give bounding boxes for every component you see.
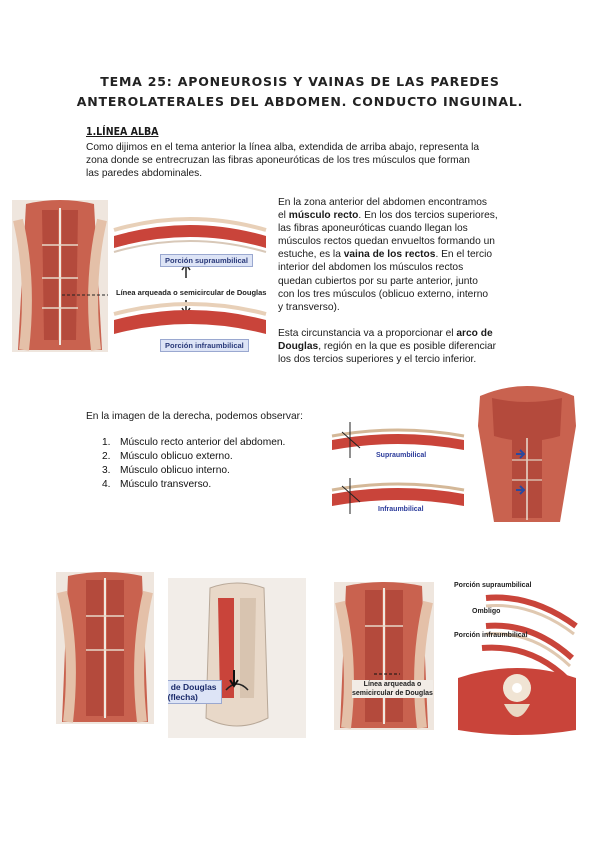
- section-heading: 1.LÍNEA ALBA: [86, 126, 159, 138]
- label-line: Línea arqueada o: [363, 681, 422, 688]
- label-line: semicircular de Douglas: [352, 690, 433, 697]
- abdomen-muscle-figure-3: Línea arqueada o semicircular de Douglas: [334, 582, 434, 730]
- list-text: Músculo oblicuo interno.: [120, 465, 230, 476]
- paragraph-line: Esta circunstancia va a proporcionar el …: [278, 327, 518, 340]
- label-arco-douglas: Arco de Douglas (flecha): [168, 680, 222, 704]
- cross-section-figure-1: Porción supraumbilical Línea arqueada o …: [110, 208, 270, 354]
- paragraph-line: En la zona anterior del abdomen encontra…: [278, 197, 487, 208]
- bold-term: vaina de los rectos: [343, 249, 436, 261]
- muscle-list: 1. Músculo recto anterior del abdomen. 2.…: [102, 436, 285, 492]
- label-infraumbilical: Porción infraumbilical: [160, 339, 249, 352]
- intro-line: las paredes abdominales.: [86, 168, 203, 180]
- list-number: 3.: [102, 465, 111, 476]
- intro-line: Como dijimos en el tema anterior la líne…: [86, 142, 480, 153]
- text-span: . En el tercio: [435, 249, 493, 261]
- text-span: , región en la que es posible diferencia…: [318, 340, 497, 352]
- paragraph-line: el músculo recto. En los dos tercios sup…: [278, 209, 518, 222]
- label-porcion-infra-3: Porción infraumbilical: [454, 632, 528, 639]
- list-item: 2. Músculo oblicuo externo.: [102, 450, 285, 464]
- label-ombligo: Ombligo: [472, 608, 501, 615]
- paragraph-line: quedan cubiertos por su parte anterior, …: [278, 275, 478, 287]
- torso-muscle-figure: [472, 376, 582, 526]
- paragraph-line: los dos tercios superiores y el tercio i…: [278, 354, 477, 366]
- paragraph-line: estuche, es la vaina de los rectos. En e…: [278, 248, 518, 261]
- intro-paragraph: Como dijimos en el tema anterior la líne…: [86, 141, 526, 180]
- list-item: 4. Músculo transverso.: [102, 478, 285, 492]
- text-span: . En los dos tercios superiores,: [358, 210, 498, 222]
- list-number: 2.: [102, 451, 111, 462]
- paragraph-line: las fibras aponeuróticas cuando llegan l…: [278, 223, 468, 235]
- observe-text: En la imagen de la derecha, podemos obse…: [86, 411, 303, 422]
- list-item: 3. Músculo oblicuo interno.: [102, 464, 285, 478]
- paragraph-line: Douglas, región en la que es posible dif…: [278, 340, 518, 353]
- label-supraumbilical-2: Supraumbilical: [376, 452, 427, 459]
- bold-term: Douglas: [278, 340, 319, 352]
- label-infraumbilical-2: Infraumbilical: [378, 506, 424, 513]
- paragraph-line: y transverso).: [278, 301, 340, 313]
- list-number: 4.: [102, 479, 111, 490]
- label-line: Arco de Douglas: [168, 682, 217, 692]
- page-title: TEMA 25: APONEUROSIS Y VAINAS DE LAS PAR…: [40, 72, 560, 112]
- label-porcion-supra-3: Porción supraumbilical: [454, 582, 532, 589]
- list-number: 1.: [102, 437, 111, 448]
- label-linea-arqueada: Línea arqueada o semicircular de Douglas: [116, 288, 267, 297]
- paragraph-line: con los tres músculos (oblicuo externo, …: [278, 288, 489, 300]
- label-linea-arqueada-2: Línea arqueada o semicircular de Douglas: [352, 680, 433, 698]
- label-line: (flecha): [168, 692, 198, 702]
- bold-term: músculo recto: [288, 210, 359, 222]
- arco-douglas-figure: Arco de Douglas (flecha): [168, 578, 306, 738]
- text-span: estuche, es la: [278, 249, 344, 261]
- title-line-1: TEMA 25: APONEUROSIS Y VAINAS DE LAS PAR…: [100, 74, 500, 89]
- text-span: Esta circunstancia va a proporcionar el: [278, 327, 457, 339]
- list-text: Músculo recto anterior del abdomen.: [120, 437, 286, 448]
- list-item: 1. Músculo recto anterior del abdomen.: [102, 436, 285, 450]
- label-supraumbilical: Porción supraumbilical: [160, 254, 253, 267]
- list-text: Músculo oblicuo externo.: [120, 451, 233, 462]
- text-span: el: [278, 210, 289, 222]
- abdomen-muscle-figure-1: [12, 200, 108, 352]
- right-paragraph: En la zona anterior del abdomen encontra…: [278, 196, 518, 366]
- intro-line: zona donde se entrecruzan las fibras apo…: [86, 155, 470, 167]
- abdomen-muscle-figure-2: [56, 572, 154, 724]
- title-line-2: ANTEROLATERALES DEL ABDOMEN. CONDUCTO IN…: [76, 94, 524, 109]
- bold-term: arco de: [456, 327, 493, 339]
- list-text: Músculo transverso.: [120, 479, 212, 490]
- paragraph-line: músculos rectos quedan envueltos formand…: [278, 236, 495, 248]
- cross-section-figure-2: Supraumbilical Infraumbilical: [330, 418, 466, 518]
- paragraph-line: interior del abdomen los músculos rectos: [278, 262, 464, 274]
- layers-cross-section-figure: Porción supraumbilical Ombligo Porción i…: [452, 580, 582, 740]
